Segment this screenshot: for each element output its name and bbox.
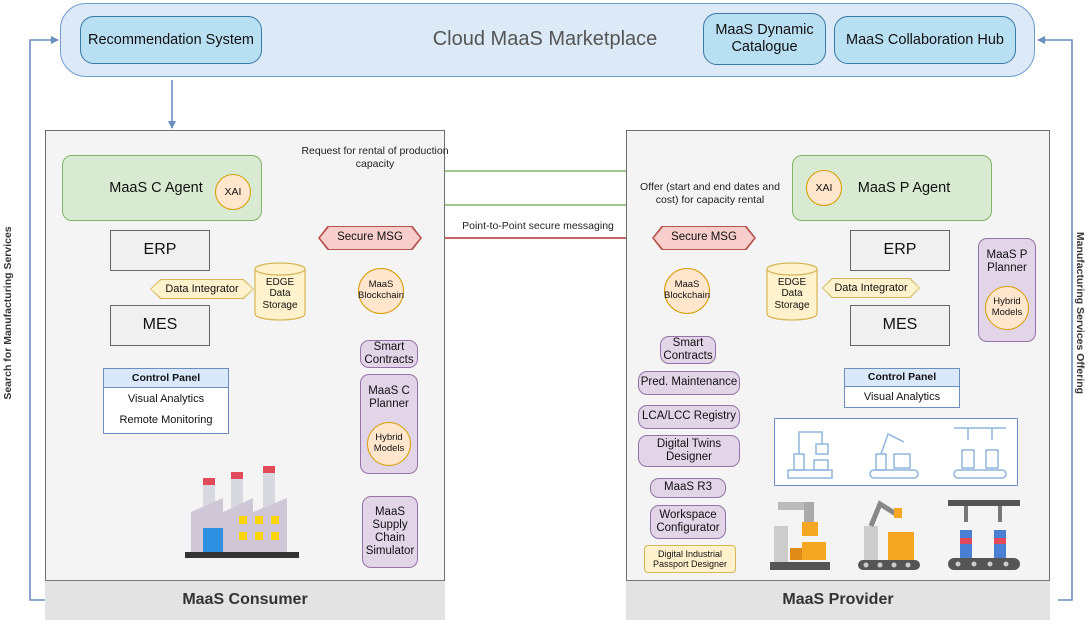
pred-maintenance[interactable]: Pred. Maintenance — [638, 371, 740, 395]
consumer-footer: MaaS Consumer — [45, 580, 445, 620]
provider-smart-contracts[interactable]: Smart Contracts — [660, 336, 716, 364]
consumer-remote-monitoring[interactable]: Remote Monitoring — [119, 413, 213, 426]
provider-mes[interactable]: MES — [850, 305, 950, 346]
robot-arm-color-icon — [770, 502, 830, 570]
maas-r3[interactable]: MaaS R3 — [650, 478, 726, 498]
consumer-smart-contracts[interactable]: Smart Contracts — [360, 340, 418, 368]
passport-designer[interactable]: Digital Industrial Passport Designer — [644, 545, 736, 573]
digital-twins-designer[interactable]: Digital Twins Designer — [638, 435, 740, 467]
offering-services-label: Manufacturing Services Offering — [1074, 231, 1086, 395]
provider-agent-label: MaaS P Agent — [857, 179, 951, 196]
consumer-edge-storage: EDGE Data Storage — [262, 276, 298, 311]
offer-label: Offer (start and end dates and cost) for… — [640, 181, 780, 206]
consumer-mes[interactable]: MES — [110, 305, 210, 346]
consumer-planner-label: MaaS C Planner — [368, 384, 410, 410]
consumer-data-integrator[interactable]: Data Integrator — [151, 280, 253, 298]
provider-control-panel: Control Panel Visual Analytics — [844, 368, 960, 408]
workspace-configurator[interactable]: Workspace Configurator — [650, 505, 726, 539]
consumer-secure-msg[interactable]: Secure MSG — [320, 227, 420, 249]
consumer-control-panel: Control Panel Visual Analytics Remote Mo… — [103, 368, 229, 434]
provider-planner-label: MaaS P Planner — [986, 248, 1028, 274]
p2p-label: Point-to-Point secure messaging — [462, 220, 614, 232]
lca-lcc-registry[interactable]: LCA/LCC Registry — [638, 405, 740, 429]
robot-gantry-color-icon — [948, 500, 1020, 570]
consumer-erp[interactable]: ERP — [110, 230, 210, 271]
robot-arm-outline-icon — [869, 432, 919, 479]
provider-control-panel-title: Control Panel — [845, 369, 959, 387]
provider-footer: MaaS Provider — [626, 580, 1050, 620]
provider-edge-storage-icon[interactable] — [766, 262, 818, 322]
dynamic-catalogue[interactable]: MaaS Dynamic Catalogue — [703, 13, 826, 65]
robot-gantry-outline-icon — [953, 427, 1007, 479]
consumer-agent-label: MaaS C Agent — [109, 179, 203, 196]
provider-visual-analytics[interactable]: Visual Analytics — [863, 391, 941, 404]
robots-outline-box — [774, 418, 1018, 486]
factory-icon — [185, 466, 299, 558]
consumer-blockchain[interactable]: MaaS Blockchain — [358, 268, 404, 314]
consumer-edge-storage-icon[interactable] — [254, 262, 306, 322]
provider-xai[interactable]: XAI — [806, 170, 842, 206]
provider-erp[interactable]: ERP — [850, 230, 950, 271]
consumer-hybrid-models[interactable]: Hybrid Models — [367, 422, 411, 466]
consumer-supply-chain-simulator[interactable]: MaaS Supply Chain Simulator — [362, 496, 418, 568]
robot-arm-color-icon — [858, 500, 920, 570]
provider-hybrid-models[interactable]: Hybrid Models — [985, 286, 1029, 330]
marketplace-title: Cloud MaaS Marketplace — [432, 27, 658, 50]
recommendation-system[interactable]: Recommendation System — [80, 16, 262, 64]
search-services-label: Search for Manufacturing Services — [2, 226, 14, 400]
provider-blockchain[interactable]: MaaS Blockchain — [664, 268, 710, 314]
collaboration-hub[interactable]: MaaS Collaboration Hub — [834, 16, 1016, 64]
consumer-visual-analytics[interactable]: Visual Analytics — [127, 392, 205, 405]
provider-secure-msg[interactable]: Secure MSG — [654, 227, 754, 249]
request-label: Request for rental of production capacit… — [301, 145, 449, 170]
provider-data-integrator[interactable]: Data Integrator — [823, 279, 919, 297]
robot-arm-outline-icon — [787, 431, 833, 479]
consumer-control-panel-title: Control Panel — [104, 369, 228, 388]
provider-edge-storage: EDGE Data Storage — [774, 276, 810, 311]
consumer-xai[interactable]: XAI — [215, 174, 251, 210]
